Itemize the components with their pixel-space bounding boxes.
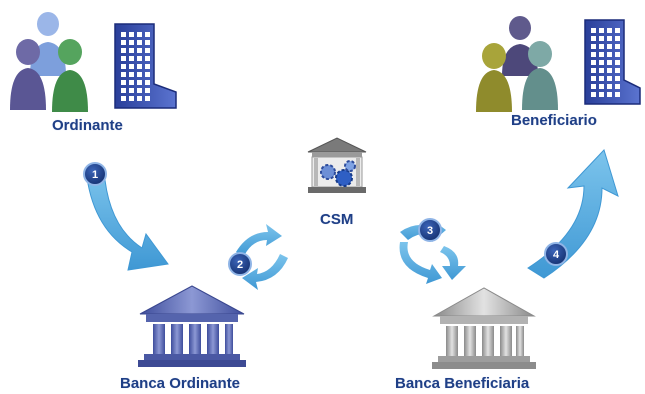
step-badge-1: 1 [83,162,107,186]
csm-label: CSM [320,211,354,228]
building-window [129,72,134,77]
building-window [145,40,150,45]
building-window [599,44,604,49]
building-window [137,56,142,61]
building-window [591,92,596,97]
building-window [615,76,620,81]
building-window [137,64,142,69]
building-window [607,92,612,97]
building-window [591,52,596,57]
ordinante-people-icon [10,12,88,112]
building-window [137,72,142,77]
building-window [145,48,150,53]
building-window [129,64,134,69]
step-number-1: 1 [92,169,98,181]
building-window [137,32,142,37]
building-window [615,60,620,65]
building-window [615,44,620,49]
building-window [137,48,142,53]
building-window [607,44,612,49]
building-window [615,92,620,97]
building-window [129,88,134,93]
building-window [129,56,134,61]
building-window [591,68,596,73]
step-badge-2: 2 [228,252,252,276]
building-window [615,36,620,41]
arrow-step-1 [85,169,169,271]
step-number-3: 3 [427,225,433,237]
building-window [145,56,150,61]
building-window [599,28,604,33]
building-window [599,52,604,57]
building-window [145,72,150,77]
beneficiario-people-icon [476,16,558,112]
building-window [121,72,126,77]
banca-beneficiaria-label: Banca Beneficiaria [395,375,530,392]
building-window [607,28,612,33]
banca-ordinante-icon [138,285,246,367]
building-window [599,76,604,81]
building-window [607,84,612,89]
beneficiario-label: Beneficiario [511,112,597,129]
building-window [607,68,612,73]
ordinante-label: Ordinante [52,117,123,134]
building-window [599,36,604,41]
arrow-step-4 [527,149,619,279]
building-window [599,68,604,73]
building-window [121,64,126,69]
building-window [137,96,142,101]
building-window [591,28,596,33]
building-window [615,52,620,57]
building-window [137,88,142,93]
building-window [121,88,126,93]
building-window [607,76,612,81]
banca-beneficiaria-icon [432,287,536,369]
ordinante-building-icon [114,23,177,109]
building-window [121,32,126,37]
building-window [615,28,620,33]
beneficiario-building-icon [584,19,641,105]
step-number-4: 4 [553,249,560,261]
building-window [129,48,134,53]
cycle-arrows-step-2 [236,224,288,290]
building-window [591,44,596,49]
building-window [607,52,612,57]
building-window [145,88,150,93]
building-window [591,60,596,65]
building-window [121,96,126,101]
building-window [121,80,126,85]
building-window [591,36,596,41]
building-window [607,36,612,41]
building-window [145,80,150,85]
building-window [129,80,134,85]
building-window [137,40,142,45]
building-window [129,96,134,101]
building-window [129,32,134,37]
building-window [145,64,150,69]
building-window [121,48,126,53]
step-badge-4: 4 [544,242,568,266]
building-window [145,96,150,101]
building-window [615,84,620,89]
building-window [145,32,150,37]
building-window [599,60,604,65]
building-window [121,56,126,61]
step-badge-3: 3 [418,218,442,242]
building-window [137,80,142,85]
step-number-2: 2 [237,259,243,271]
building-window [607,60,612,65]
building-window [599,84,604,89]
building-window [129,40,134,45]
building-window [591,76,596,81]
building-window [121,40,126,45]
building-window [591,84,596,89]
building-window [615,68,620,73]
building-window [599,92,604,97]
banca-ordinante-label: Banca Ordinante [120,375,241,392]
csm-bank-icon [307,137,367,193]
